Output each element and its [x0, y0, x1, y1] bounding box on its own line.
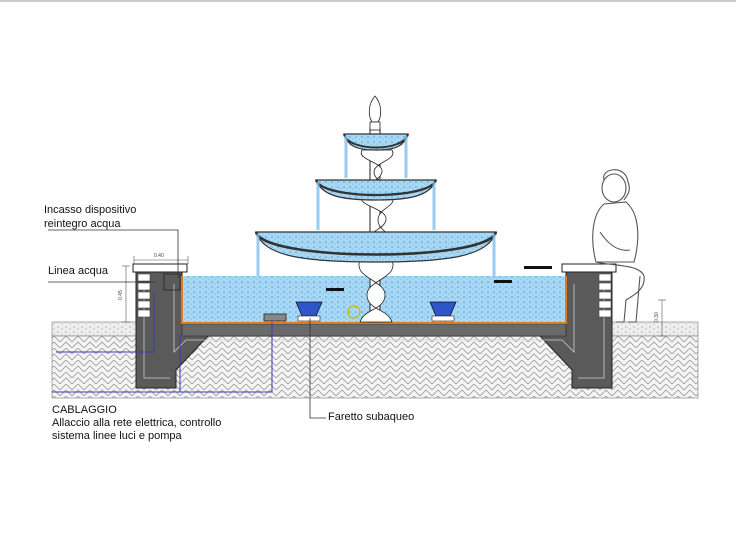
human-figure: [592, 169, 645, 323]
label-cablaggio-title: CABLAGGIO: [52, 404, 117, 416]
label-cablaggio-line1: Allaccio alla rete elettrica, controllo: [52, 417, 222, 429]
dim-width: 0.40: [154, 253, 164, 259]
basin-floor: [181, 323, 567, 337]
nozzle-fitting: [326, 288, 344, 291]
label-incasso-line2: reintegro acqua: [44, 218, 121, 230]
label-incasso-line1: Incasso dispositivo: [44, 204, 137, 216]
dim-right-height: 0.30: [654, 312, 660, 322]
dim-left-height: 0.45: [118, 290, 124, 300]
lamp-right: [429, 301, 457, 322]
lamp-left: [295, 301, 323, 322]
label-cablaggio-line2: sistema linee luci e pompa: [52, 430, 182, 442]
pump: [347, 305, 361, 319]
left-wall: [132, 263, 188, 318]
label-linea-acqua: Linea acqua: [48, 265, 108, 277]
overflow-fitting: [524, 266, 552, 269]
fountain: [254, 95, 498, 323]
label-faretto: Faretto subaqueo: [328, 411, 415, 423]
leader-lines: [48, 229, 326, 419]
dimension-lines: [122, 256, 666, 337]
drain-box: [263, 313, 287, 322]
inlet-fitting: [494, 280, 512, 283]
cable-lines: [52, 292, 273, 393]
liner: [181, 276, 567, 324]
right-wall: [561, 263, 617, 318]
